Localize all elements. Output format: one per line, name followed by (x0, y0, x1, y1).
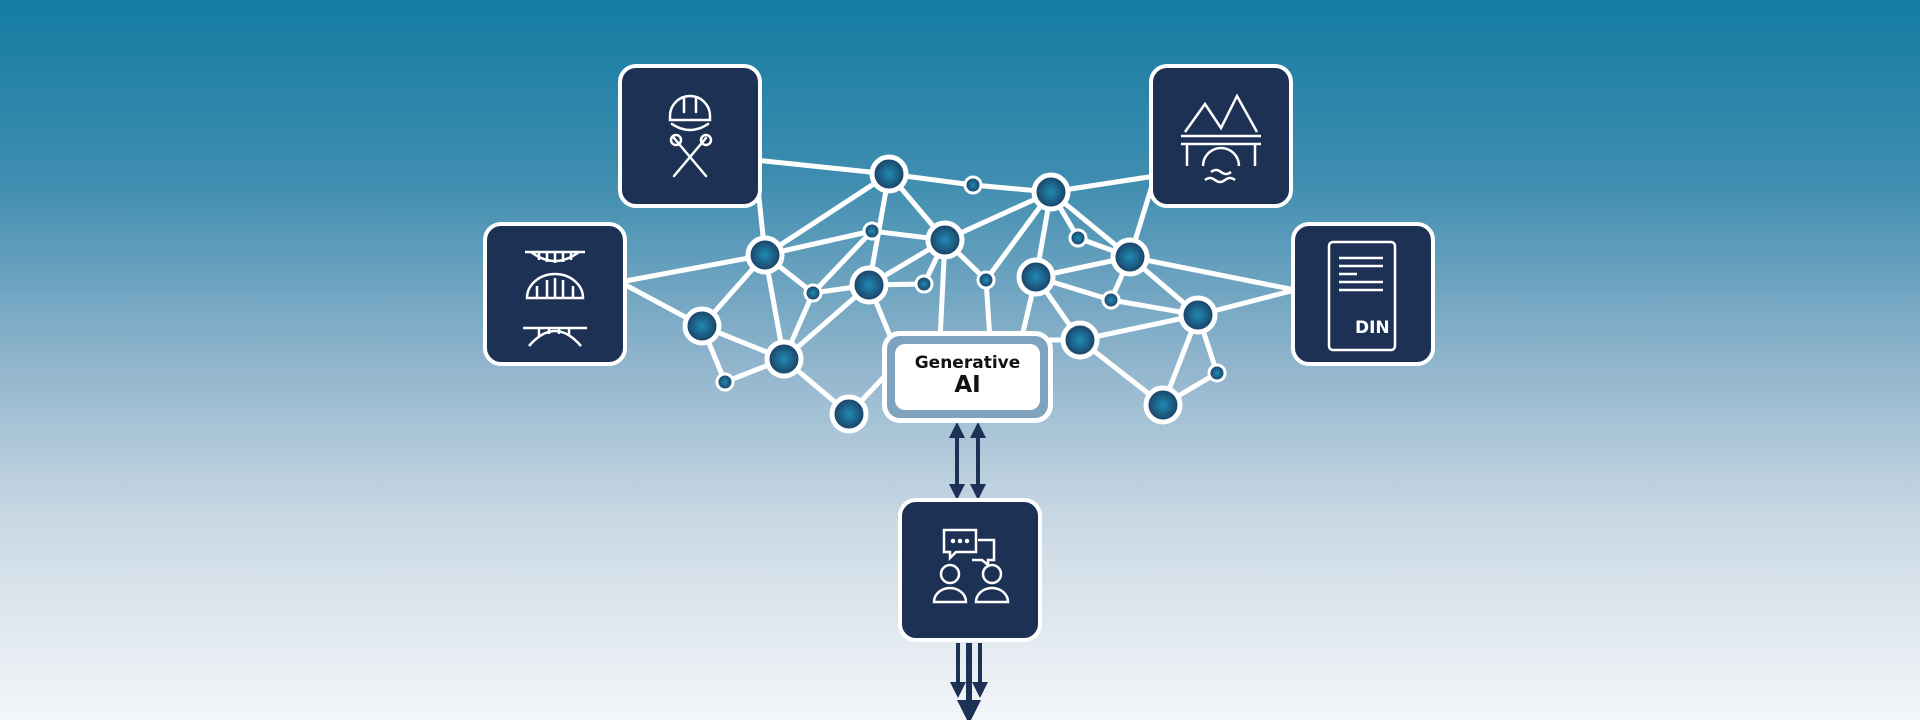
worker-icon (668, 94, 713, 178)
network-node (1031, 172, 1071, 212)
worker-box (618, 64, 762, 208)
network-nodes (682, 154, 1227, 434)
people-chat-box (898, 498, 1042, 642)
network-node (764, 339, 804, 379)
network-node (745, 235, 785, 275)
network-edge (619, 252, 766, 285)
din-label: DIN (1355, 318, 1390, 338)
network-node (1143, 385, 1183, 425)
network-node (1016, 257, 1056, 297)
network-node (803, 283, 823, 303)
network-node (862, 221, 882, 241)
network-node (682, 306, 722, 346)
network-node (1178, 295, 1218, 335)
network-node (715, 372, 735, 392)
network-node (869, 154, 909, 194)
network-node (849, 265, 889, 305)
din-document-box: DIN (1291, 222, 1435, 366)
landscape-bridge-icon (1181, 93, 1261, 184)
network-node (1068, 228, 1088, 248)
network-node (914, 274, 934, 294)
ai-label-line1: Generative (914, 353, 1021, 373)
din-document-icon (1327, 240, 1397, 352)
network-node (829, 394, 869, 434)
ai-people-arrows (949, 422, 986, 500)
network-edge (1079, 312, 1199, 343)
bridges-box (483, 222, 627, 366)
network-edge (754, 157, 890, 177)
network-node (1101, 290, 1121, 310)
network-edge (811, 229, 874, 295)
people-chat-icon (932, 528, 1010, 604)
network-edge (763, 171, 891, 258)
bridges-icon (523, 250, 587, 347)
output-arrows (950, 643, 988, 720)
network-node (976, 270, 996, 290)
network-node (1110, 237, 1150, 277)
landscape-bridge-box (1149, 64, 1293, 208)
ai-label-line2: AI (954, 372, 981, 398)
network-node (963, 175, 983, 195)
generative-ai-box: Generative AI (882, 331, 1053, 423)
network-edge (983, 279, 993, 341)
network-node (1207, 363, 1227, 383)
network-edge (1129, 254, 1296, 293)
network-node (1060, 320, 1100, 360)
network-node (925, 220, 965, 260)
